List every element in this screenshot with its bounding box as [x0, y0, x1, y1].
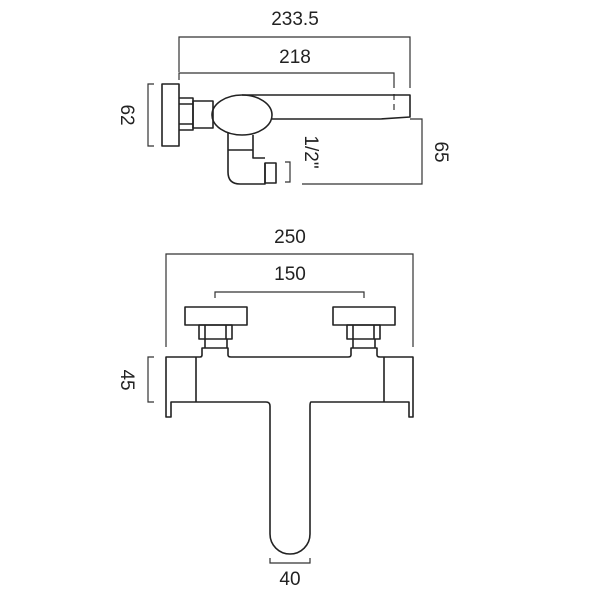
elbow-inlet — [227, 133, 266, 185]
top-view: 233.5 218 62 1/2" 65 — [116, 9, 451, 185]
left-handle — [184, 306, 248, 348]
front-view: 250 150 45 40 — [116, 227, 414, 590]
inlet-outlet — [264, 162, 277, 184]
dim-label-45: 45 — [116, 369, 137, 390]
dim-label-62: 62 — [116, 104, 137, 125]
dim-label-218: 218 — [279, 47, 311, 68]
dim-label-250: 250 — [274, 227, 306, 248]
dim-bracket-62 — [147, 83, 154, 147]
dim-bracket-half-inch — [285, 161, 291, 183]
connector — [192, 100, 214, 129]
dim-label-233-5: 233.5 — [271, 9, 319, 30]
dim-bracket-45 — [147, 356, 154, 403]
dim-line-218 — [178, 72, 395, 88]
valve-body — [211, 94, 273, 136]
hex-nut — [179, 97, 194, 131]
wall-plate — [161, 83, 180, 147]
dim-label-65: 65 — [430, 141, 451, 162]
end-cap-lines — [195, 357, 385, 402]
right-handle — [332, 306, 396, 348]
dim-label-half-inch: 1/2" — [300, 135, 321, 168]
dim-line-40 — [269, 558, 311, 564]
dim-label-150: 150 — [274, 264, 306, 285]
dim-line-250 — [165, 253, 414, 347]
dim-line-150 — [214, 291, 365, 298]
dim-label-40: 40 — [279, 569, 300, 590]
dim-line-65 — [302, 118, 423, 185]
dim-line-233-5 — [178, 36, 411, 88]
spout-top — [242, 94, 411, 120]
valve-body-outline — [165, 347, 414, 555]
